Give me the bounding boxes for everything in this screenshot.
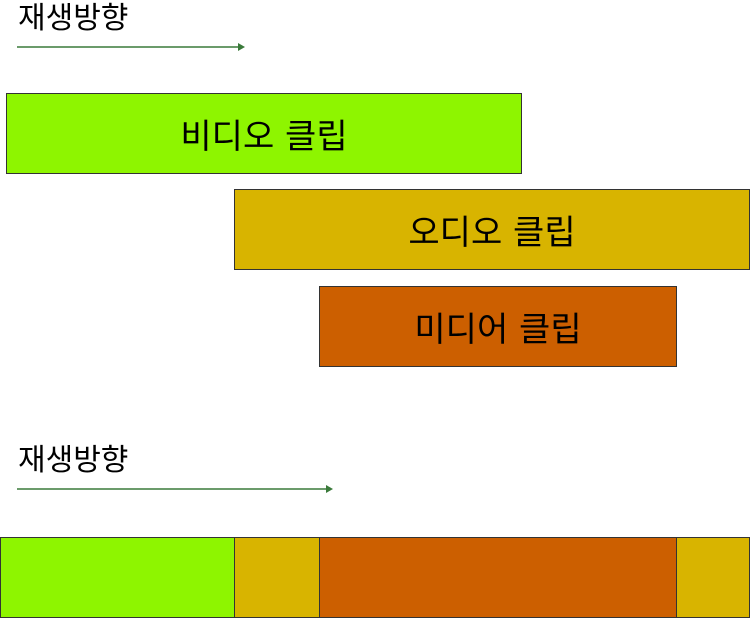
top-direction-label: 재생방향 [18,1,129,36]
media-clip-label: 미디어 클립 [414,310,582,350]
video-clip-label: 비디오 클립 [180,117,348,157]
timeline-segment-media [319,537,677,618]
video-clip: 비디오 클립 [6,93,522,174]
audio-clip: 오디오 클립 [234,189,750,270]
timeline-segment-audio-end [676,537,750,618]
media-clip: 미디어 클립 [319,286,677,367]
timeline-segment-audio [234,537,320,618]
bottom-direction-label: 재생방향 [18,443,129,478]
audio-clip-label: 오디오 클립 [408,213,576,253]
timeline-segment-video [0,537,235,618]
top-direction-arrow-icon [17,43,245,51]
bottom-direction-arrow-icon [17,485,333,493]
